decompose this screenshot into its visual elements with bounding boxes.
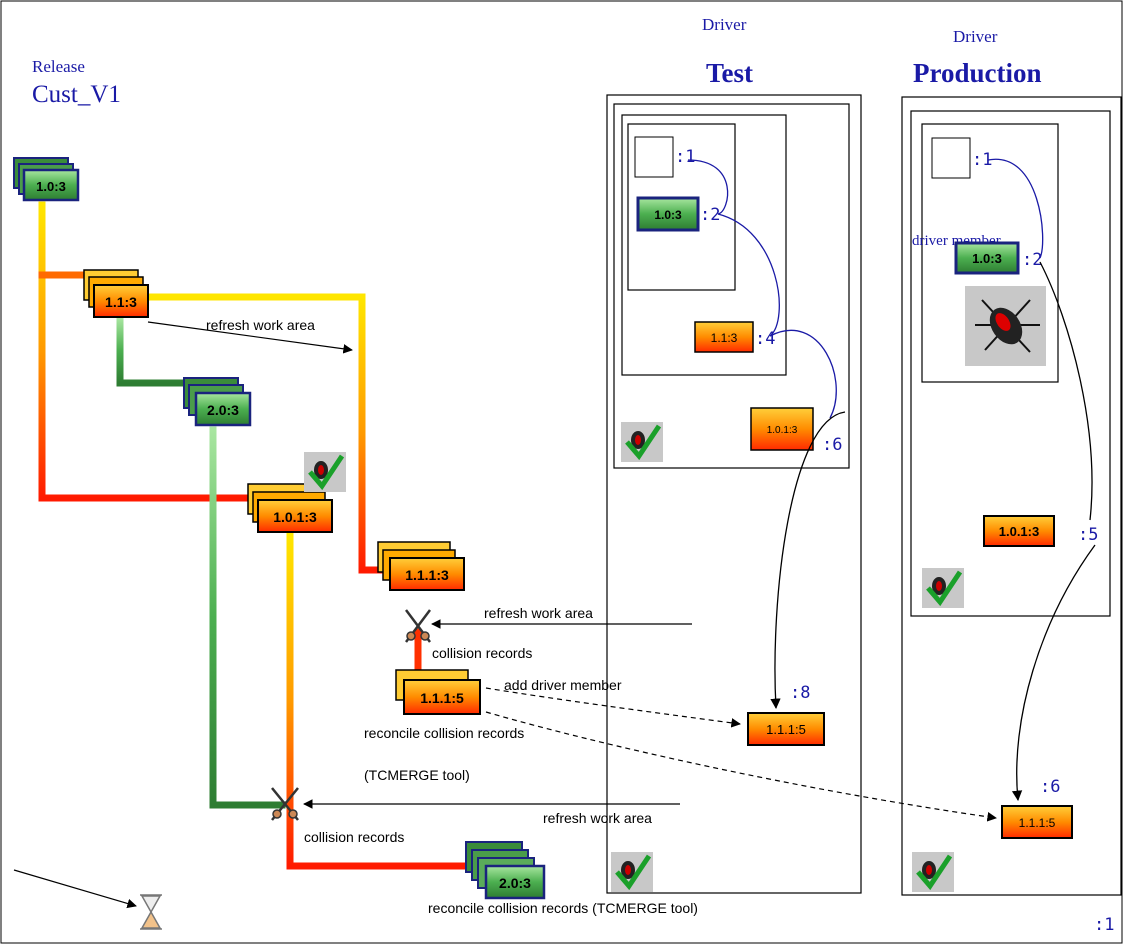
release-caption: Release	[32, 57, 85, 76]
version-label: 1.0:3	[654, 208, 682, 222]
driver-test-caption: Driver	[702, 15, 747, 34]
refresh-label-1: refresh work area	[206, 317, 315, 333]
version-node-1-0-3[interactable]: 1.0:3	[13, 157, 80, 202]
version-label: 1.0:3	[972, 251, 1002, 266]
collision-icon[interactable]	[405, 609, 431, 643]
version-label: 1.0.1:3	[767, 425, 798, 436]
member-index: :2	[700, 205, 720, 225]
bug-icon	[965, 286, 1046, 366]
test-member-8[interactable]: 1.1.1:5 :8	[747, 683, 825, 746]
annotation-arrows	[13, 321, 997, 909]
version-label: 2.0:3	[499, 875, 531, 891]
member-index: :1	[972, 150, 992, 170]
version-label: 1.0.1:3	[999, 524, 1039, 539]
driver-test-name: Test	[706, 58, 753, 88]
member-index: :5	[1078, 525, 1098, 545]
production-member-2[interactable]: driver member 1.0:3 :2	[912, 233, 1042, 275]
reconcile-label-2: reconcile collision records (TCMERGE too…	[428, 900, 698, 916]
driver-chain-curves	[687, 158, 1044, 419]
version-label: 1.1.1:5	[766, 722, 806, 737]
add-driver-member-label: add driver member	[504, 677, 622, 693]
member-index: :8	[790, 683, 810, 703]
version-node-1-1-1-5[interactable]: 1.1.1:5	[395, 669, 481, 715]
bug-check-icon	[621, 422, 663, 462]
version-label: 1.1.1:5	[1019, 816, 1056, 830]
bug-check-icon	[922, 568, 964, 608]
hourglass-icon	[140, 894, 162, 930]
release-name: Cust_V1	[32, 81, 121, 108]
member-index: :4	[755, 329, 775, 349]
version-label: 1.0.1:3	[273, 509, 317, 525]
version-label: 2.0:3	[207, 402, 239, 418]
test-driver-box	[606, 94, 862, 894]
corner-index: :1	[1094, 915, 1114, 935]
driver-production-name: Production	[913, 58, 1042, 88]
version-node-2-0-3-merged[interactable]: 2.0:3	[465, 841, 546, 900]
production-member-1[interactable]: :1	[931, 137, 992, 179]
member-index: :2	[1022, 250, 1042, 270]
driver-chain-arrows	[770, 261, 1096, 802]
collision-label-1: collision records	[432, 645, 532, 661]
bug-check-icon	[304, 452, 346, 492]
member-index: :6	[822, 435, 842, 455]
test-member-2[interactable]: 1.0:3 :2	[636, 196, 720, 232]
refresh-label-3: refresh work area	[543, 810, 652, 826]
collision-icon[interactable]	[271, 787, 299, 821]
test-member-1[interactable]: :1	[634, 136, 695, 178]
refresh-label-2: refresh work area	[484, 605, 593, 621]
version-label: 1.1.1:5	[420, 690, 464, 706]
version-node-1-1-1-3[interactable]: 1.1.1:3	[377, 541, 465, 591]
bug-check-icon	[912, 852, 954, 892]
driver-production-caption: Driver	[953, 27, 998, 46]
version-label: 1.1.1:3	[405, 567, 449, 583]
collision-label-2: collision records	[304, 829, 404, 845]
bug-check-icon	[611, 852, 653, 892]
test-member-6[interactable]: 1.0.1:3 :6	[750, 407, 842, 455]
production-member-5[interactable]: 1.0.1:3 :5	[983, 515, 1098, 547]
version-label: 1.1:3	[711, 331, 738, 345]
member-index: :6	[1040, 777, 1060, 797]
test-member-4[interactable]: 1.1:3 :4	[694, 321, 775, 353]
member-index: :1	[675, 147, 695, 167]
version-label: 1.1:3	[105, 294, 137, 310]
production-member-6[interactable]: 1.1.1:5 :6	[1001, 777, 1073, 839]
version-label: 1.0:3	[36, 179, 66, 194]
reconcile-label-1: reconcile collision records	[364, 725, 524, 741]
version-node-2-0-3[interactable]: 2.0:3	[183, 377, 252, 427]
version-node-1-1-3[interactable]: 1.1:3	[83, 269, 149, 318]
production-driver-box	[901, 96, 1122, 896]
reconcile-label-1b: (TCMERGE tool)	[364, 767, 470, 783]
